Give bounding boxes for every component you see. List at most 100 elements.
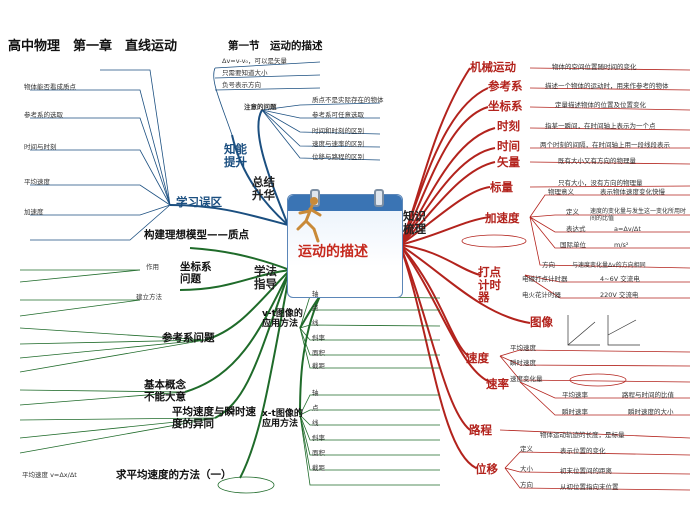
node-scalar: 标量: [490, 180, 513, 194]
node-basic-concepts: 基本概念不能大意: [144, 379, 186, 403]
vt-sub-slope: 斜率: [312, 334, 325, 342]
branch-line-model: [189, 247, 291, 271]
branch-line-velocity: [399, 244, 469, 357]
branch-line-reference-q: [204, 269, 291, 341]
note-attention-0: 质点不是实际存在的物体: [312, 96, 384, 104]
formula-average-velocity: 平均速度 v=Δx/Δt: [22, 471, 77, 479]
branch-line-timer: [399, 244, 481, 276]
branch-line-displacement: [399, 244, 477, 469]
node-attention-issues: 注意的问题: [244, 103, 277, 111]
node-velocity: 速度: [466, 351, 489, 365]
note-vector: 既有大小又有方向的物理量: [558, 157, 636, 165]
sub-coord-purpose: 作用: [146, 263, 159, 271]
branch-line-moment: [399, 127, 496, 246]
center-label: 运动的描述: [298, 244, 368, 260]
note-acc-meaning: 表示物体速度变化快慢: [600, 188, 665, 196]
note-acc-unit: m/s²: [614, 241, 629, 249]
branch-line-vector: [399, 161, 496, 246]
node-reference-frame: 参考系: [488, 79, 523, 93]
branch-line-ability: [231, 134, 289, 226]
xt-sub-slope: 斜率: [312, 434, 325, 442]
sub-instant-velocity: 瞬时速度: [510, 359, 536, 367]
node-reference-problem: 参考系问题: [162, 332, 215, 344]
sub-average-speed: 平均速率: [562, 391, 588, 399]
node-graph: 图像: [530, 315, 553, 329]
node-path-length: 路程: [469, 423, 492, 437]
note-timer-spark-voltage: 220V 交流电: [600, 291, 639, 299]
note-disp-definition: 表示位置的变化: [560, 447, 606, 455]
branch-label-summary: 总结升华: [252, 175, 275, 202]
node-ability-improve: 知能提升: [224, 142, 247, 169]
note-mechanical-motion: 物体的空间位置随时间的变化: [552, 63, 637, 71]
xt-sub-line: 线: [312, 419, 319, 427]
branch-line-basic: [184, 269, 291, 393]
sub-velocity-change: 速度变化量: [510, 375, 543, 383]
sub-acc-definition: 定义: [566, 208, 579, 216]
note-disp-direction: 从初位置指向末位置: [560, 483, 619, 491]
sub-acc-direction: 方向: [542, 261, 555, 269]
note-attention-4: 位移与路程的区别: [312, 153, 364, 161]
sub-disp-magnitude: 大小: [520, 465, 533, 473]
node-coordinate-problem: 坐标系问题: [180, 261, 212, 285]
note-mistake-1: 参考系的选取: [24, 111, 63, 119]
node-mechanical-motion: 机械运动: [470, 60, 516, 74]
branch-line-xt: [299, 295, 321, 416]
node-time-interval: 时间: [497, 139, 520, 153]
branch-label-knowledge: 知识梳理: [403, 209, 426, 236]
graph-thumbnails: [567, 315, 640, 346]
node-moment: 时刻: [497, 119, 520, 133]
vt-sub-axis: 轴: [312, 290, 319, 298]
note-mistake-2: 时间与时刻: [24, 143, 57, 151]
vt-sub-area: 面积: [312, 349, 325, 357]
note-mistake-3: 平均速度: [24, 178, 50, 186]
xt-sub-intercept: 截距: [312, 464, 325, 472]
note-acc-definition: 速度的变化量与发生这一变化所用时间的比值: [590, 208, 687, 222]
note-ability-2: 负号表示方向: [222, 81, 261, 89]
branch-line-scalar: [399, 186, 491, 246]
note-acc-formula: a=Δv/Δt: [614, 225, 641, 233]
sub-average-velocity: 平均速度: [510, 344, 536, 352]
branch-line-reference: [399, 87, 489, 246]
xt-sub-axis: 轴: [312, 389, 319, 397]
node-speed: 速率: [486, 377, 509, 391]
note-timer-em: 电磁打点计时器: [522, 275, 568, 283]
note-timer-em-voltage: 4~6V 交流电: [600, 275, 640, 283]
calendar-ring-icon: [374, 189, 384, 207]
branch-line-coordinate: [399, 106, 489, 246]
node-displacement: 位移: [475, 462, 498, 476]
note-ability-1: 只需要知道大小: [222, 69, 268, 77]
sub-acc-formula: 表达式: [566, 225, 586, 233]
xt-sub-area: 面积: [312, 449, 325, 457]
note-time-interval: 两个时刻的间隔，在时间轴上用一段线段表示: [540, 141, 670, 149]
note-scalar: 只有大小，没有方向的物理量: [558, 179, 643, 187]
node-vt-graph: v-t图像的应用方法: [262, 309, 303, 329]
note-attention-3: 速度与速率的区别: [312, 140, 364, 148]
branch-line-speed: [399, 244, 491, 383]
note-coordinate-system: 定量描述物体的位置及位置变化: [555, 101, 646, 109]
note-path-length: 物体运动轨迹的长度，是标量: [540, 431, 625, 439]
node-coordinate-system: 坐标系: [488, 99, 523, 113]
branch-line-time: [399, 147, 496, 246]
xt-sub-point: 点: [312, 404, 319, 412]
node-avg-velocity-method: 求平均速度的方法（一）: [116, 469, 232, 481]
page-subtitle: 第一节 运动的描述: [228, 40, 323, 52]
note-ability-0: Δv=v-v₀，可以是矢量: [222, 57, 288, 65]
note-average-speed: 路程与时间的比值: [622, 391, 674, 399]
branch-line-acceleration: [399, 216, 491, 246]
sub-acc-meaning: 物理意义: [548, 188, 574, 196]
branch-line-attention: [257, 109, 289, 226]
note-attention-2: 时间和时刻的区别: [312, 127, 364, 135]
note-mistake-4: 加速度: [24, 208, 44, 216]
node-timer: 打点计时器: [478, 265, 501, 305]
node-vector: 矢量: [497, 155, 520, 169]
sub-disp-direction: 方向: [520, 481, 533, 489]
vt-sub-point: 点: [312, 304, 319, 312]
note-timer-spark: 电火花计时器: [522, 291, 561, 299]
branch-line-graph: [399, 244, 531, 324]
center-node: 运动的描述: [287, 189, 403, 298]
branch-label-method: 学法指导: [254, 264, 277, 291]
note-disp-magnitude: 初末位置间的距离: [560, 467, 612, 475]
sub-coord-method: 建立方法: [136, 293, 162, 301]
